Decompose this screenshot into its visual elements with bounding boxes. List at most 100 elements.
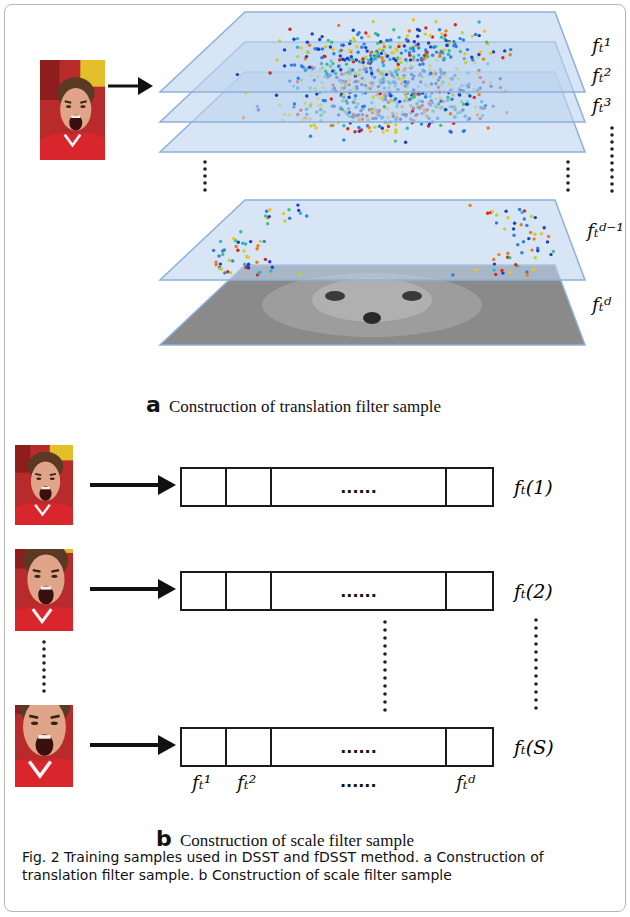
feature-dot (268, 208, 271, 211)
feature-dot (296, 55, 299, 58)
feature-dot (338, 58, 341, 61)
feature-dot (533, 233, 536, 236)
ellipsis-dot (383, 668, 387, 672)
feature-dot (470, 56, 473, 59)
feature-dot (350, 55, 353, 58)
feature-dot (366, 49, 369, 52)
feature-dot (482, 57, 485, 60)
feature-dot (376, 33, 379, 36)
feature-dot (530, 215, 533, 218)
feature-dot (374, 55, 377, 58)
feature-dot (392, 28, 395, 31)
feature-dot (308, 66, 311, 69)
layer-label: fₜ³ (592, 93, 611, 117)
feature-dot (337, 24, 340, 27)
feature-dot (404, 58, 407, 61)
vector-cell (227, 729, 272, 765)
feature-dot (396, 73, 399, 76)
feature-dot (399, 61, 402, 64)
feature-dot (308, 104, 311, 107)
feature-dot (421, 62, 424, 65)
feature-dot (297, 77, 300, 80)
feature-dot (420, 122, 423, 125)
feature-dot (489, 52, 492, 55)
feature-dot (381, 127, 384, 130)
feature-dot (320, 35, 323, 38)
feature-dot (439, 124, 442, 127)
feature-dot (271, 266, 274, 269)
feature-dot (381, 49, 384, 52)
feature-dot (288, 217, 291, 220)
feature-dot (380, 56, 383, 59)
feature-dot (389, 94, 392, 97)
ellipsis-dot (566, 181, 570, 185)
feature-dot (257, 271, 260, 274)
feature-dot (283, 64, 286, 67)
ellipsis-text: ...... (340, 582, 376, 601)
feature-dot (449, 112, 452, 115)
feature-dot (296, 46, 299, 49)
vector-label: fₜ(S) (514, 735, 554, 759)
feature-dot (420, 57, 423, 60)
feature-dot (360, 128, 363, 131)
feature-dot (364, 56, 367, 59)
vector-cell (447, 729, 492, 765)
feature-dot (412, 55, 415, 58)
feature-dot (435, 50, 438, 53)
feature-dot (242, 249, 245, 252)
feature-dot (520, 251, 523, 254)
feature-dot (506, 252, 509, 255)
figure-caption: Fig. 2 Training samples used in DSST and… (22, 848, 610, 884)
feature-dot (239, 230, 242, 233)
feature-dot (440, 50, 443, 53)
feature-dot (323, 55, 326, 58)
feature-dot (315, 92, 318, 95)
feature-dot (365, 70, 368, 73)
feature-dot (466, 48, 469, 51)
feature-dot (523, 209, 526, 212)
ellipsis-dot (610, 161, 614, 165)
feature-dot (221, 249, 224, 252)
feature-dot (454, 23, 457, 26)
feature-dot (397, 36, 400, 39)
feature-dot (290, 63, 293, 66)
feature-dot (464, 61, 467, 64)
feature-dot (367, 35, 370, 38)
feature-dot (382, 64, 385, 67)
feature-dot (255, 247, 258, 250)
feature-dot (412, 18, 415, 21)
feature-dot (536, 249, 539, 252)
feature-dot (361, 105, 364, 108)
feature-dot (317, 48, 320, 51)
feature-dot (492, 268, 495, 271)
feature-dot (243, 263, 246, 266)
feature-dot (330, 124, 333, 127)
ellipsis-dot (534, 674, 538, 678)
feature-dot (311, 32, 314, 35)
feature-dot (331, 62, 334, 65)
feature-dot (523, 217, 526, 220)
feature-dot (228, 259, 231, 262)
feature-dot (237, 241, 240, 244)
feature-dot (362, 61, 365, 64)
feature-dot (378, 125, 381, 128)
feature-dot (479, 50, 482, 53)
feature-dot (339, 68, 342, 71)
feature-dot (439, 100, 442, 103)
vector-cell: ...... (272, 573, 447, 609)
layer-label: fₜᵈ (592, 292, 611, 316)
vector-cell (227, 573, 272, 609)
feature-dot (348, 49, 351, 52)
feature-dot (390, 99, 393, 102)
feature-dot (394, 128, 397, 131)
feature-dot (434, 20, 437, 23)
feature-dot (386, 54, 389, 57)
part-letter: a (146, 392, 161, 418)
ellipsis-dot (383, 636, 387, 640)
feature-dot (223, 271, 226, 274)
feature-dot (383, 45, 386, 48)
feature-dot (503, 49, 506, 52)
feature-dot (219, 262, 222, 265)
ellipsis-dot (534, 650, 538, 654)
